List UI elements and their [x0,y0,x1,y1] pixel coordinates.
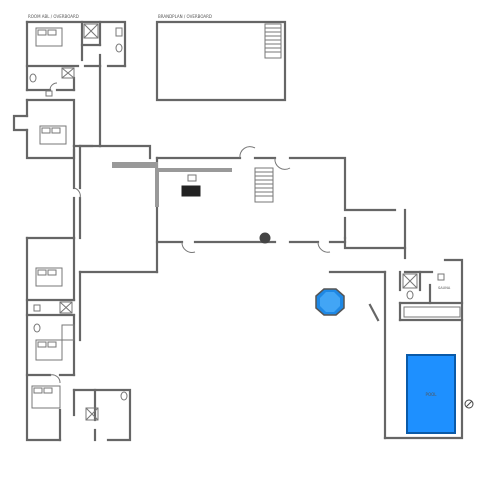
bed-icon [31,385,61,409]
bed-icon [35,339,63,361]
pool-label: POOL [426,392,438,397]
toilet-icon [406,290,414,300]
toilet-icon [120,391,128,401]
stairs-icon [254,167,274,203]
shower-icon [402,273,418,289]
shower-icon [85,407,99,421]
top-right-room-label: BRANDPLAN / OVERBOARD [158,14,212,19]
toilet-icon [33,323,41,333]
sink-icon [45,90,53,97]
fixtures [29,23,461,421]
top-left-room-label: ROOM ABL / OVERBOARD [28,14,79,19]
spa-icon [315,288,345,316]
bed-icon [35,27,63,47]
fireplace-icon [259,232,271,244]
compass-icon [464,399,474,409]
toilet-icon [29,73,37,83]
shower-icon [59,301,73,314]
shower-icon [83,23,99,39]
shower-icon [61,67,75,79]
pool-icon: POOL [406,354,456,434]
sauna-label: SAUNA [438,286,451,290]
walls [12,20,464,442]
bed-icon [39,125,67,145]
bed-icon [35,267,63,287]
kitchen-island-icon [181,185,201,197]
toilet-icon [115,43,123,53]
stairs-icon [264,23,282,59]
stove-icon [187,174,197,182]
sink-icon [437,273,445,281]
sink-icon [115,27,123,37]
sink-icon [33,304,41,312]
